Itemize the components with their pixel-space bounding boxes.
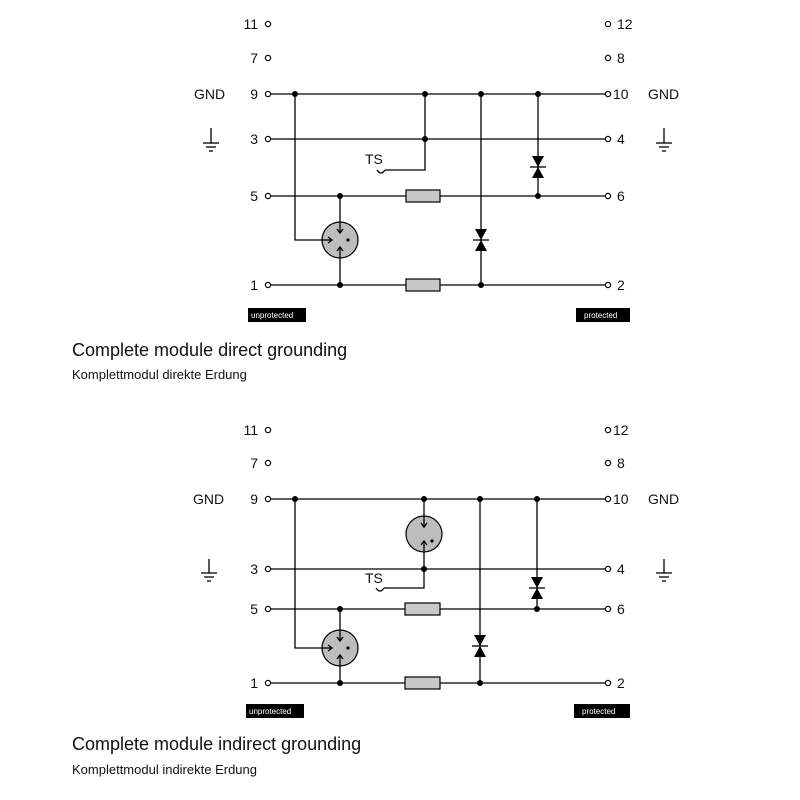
gnd-label-left: GND	[194, 86, 225, 102]
tvs-diode-right	[530, 156, 546, 178]
pin-label-2: 2	[617, 277, 625, 293]
pin-label-8: 8	[617, 50, 625, 66]
earth-ground-right-icon	[656, 559, 672, 582]
caption-english: Complete module direct grounding	[72, 340, 347, 360]
unprotected-badge-bg	[248, 308, 306, 322]
pin-label-9: 9	[250, 86, 258, 102]
terminals	[264, 426, 612, 687]
tvs-diode-middle	[472, 635, 488, 657]
pin-label-1: 1	[250, 277, 258, 293]
pin-label-3: 3	[250, 561, 258, 577]
caption-german: Komplettmodul direkte Erdung	[72, 367, 247, 382]
earth-ground-right-icon	[656, 128, 672, 152]
tvs-diode-middle	[473, 229, 489, 251]
pin-label-12: 12	[617, 16, 633, 32]
gnd-label-right: GND	[648, 86, 679, 102]
pin-label-5: 5	[250, 188, 258, 204]
pin-label-8: 8	[617, 455, 625, 471]
gas-discharge-tube-lower	[320, 629, 359, 667]
pin-label-2: 2	[617, 675, 625, 691]
unprotected-badge: unprotected	[251, 311, 293, 320]
unprotected-badge-bg	[246, 704, 304, 718]
pin-label-4: 4	[617, 131, 625, 147]
pin-label-6: 6	[617, 188, 625, 204]
pin-label-4: 4	[617, 561, 625, 577]
protected-badge: protected	[584, 311, 617, 320]
pin-label-10: 10	[613, 86, 629, 102]
pin-label-7: 7	[250, 50, 258, 66]
gas-discharge-tube-upper	[405, 515, 443, 553]
caption-german: Komplettmodul indirekte Erdung	[72, 762, 257, 777]
pin-label-11: 11	[243, 422, 258, 438]
resistor-line-5-6	[405, 189, 441, 203]
earth-ground-left-icon	[203, 128, 219, 152]
protected-badge-bg	[576, 308, 630, 322]
gas-discharge-tube	[320, 221, 359, 259]
earth-ground-left-icon	[201, 559, 217, 582]
caption-english: Complete module indirect grounding	[72, 734, 361, 754]
pin-label-10: 10	[613, 491, 629, 507]
pin-label-7: 7	[250, 455, 258, 471]
gnd-label-right: GND	[648, 491, 679, 507]
ts-label: TS	[365, 151, 383, 167]
tvs-diode-right	[529, 577, 545, 599]
pin-label-6: 6	[617, 601, 625, 617]
pin-label-1: 1	[250, 675, 258, 691]
ts-label: TS	[365, 570, 383, 586]
protected-badge-bg	[574, 704, 630, 718]
pin-label-9: 9	[250, 491, 258, 507]
protected-badge: protected	[582, 707, 615, 716]
junctions	[292, 91, 541, 288]
resistor-line-5-6	[404, 602, 441, 616]
resistor-line-1-2	[404, 676, 441, 690]
circuit-indirect-grounding: 11 7 9 3 5 1 12 8 10 4 6 2 GND GND TS un…	[72, 422, 679, 777]
pin-label-12: 12	[613, 422, 629, 438]
pin-label-11: 11	[243, 16, 258, 32]
resistor-line-1-2	[405, 278, 441, 292]
gnd-label-left: GND	[193, 491, 224, 507]
unprotected-badge: unprotected	[249, 707, 291, 716]
terminals	[264, 20, 612, 289]
junctions	[292, 496, 540, 686]
pin-label-5: 5	[250, 601, 258, 617]
circuit-direct-grounding: 11 7 9 3 5 1 12 8 10 4 6 2 GND GND TS un…	[72, 16, 679, 382]
pin-label-3: 3	[250, 131, 258, 147]
